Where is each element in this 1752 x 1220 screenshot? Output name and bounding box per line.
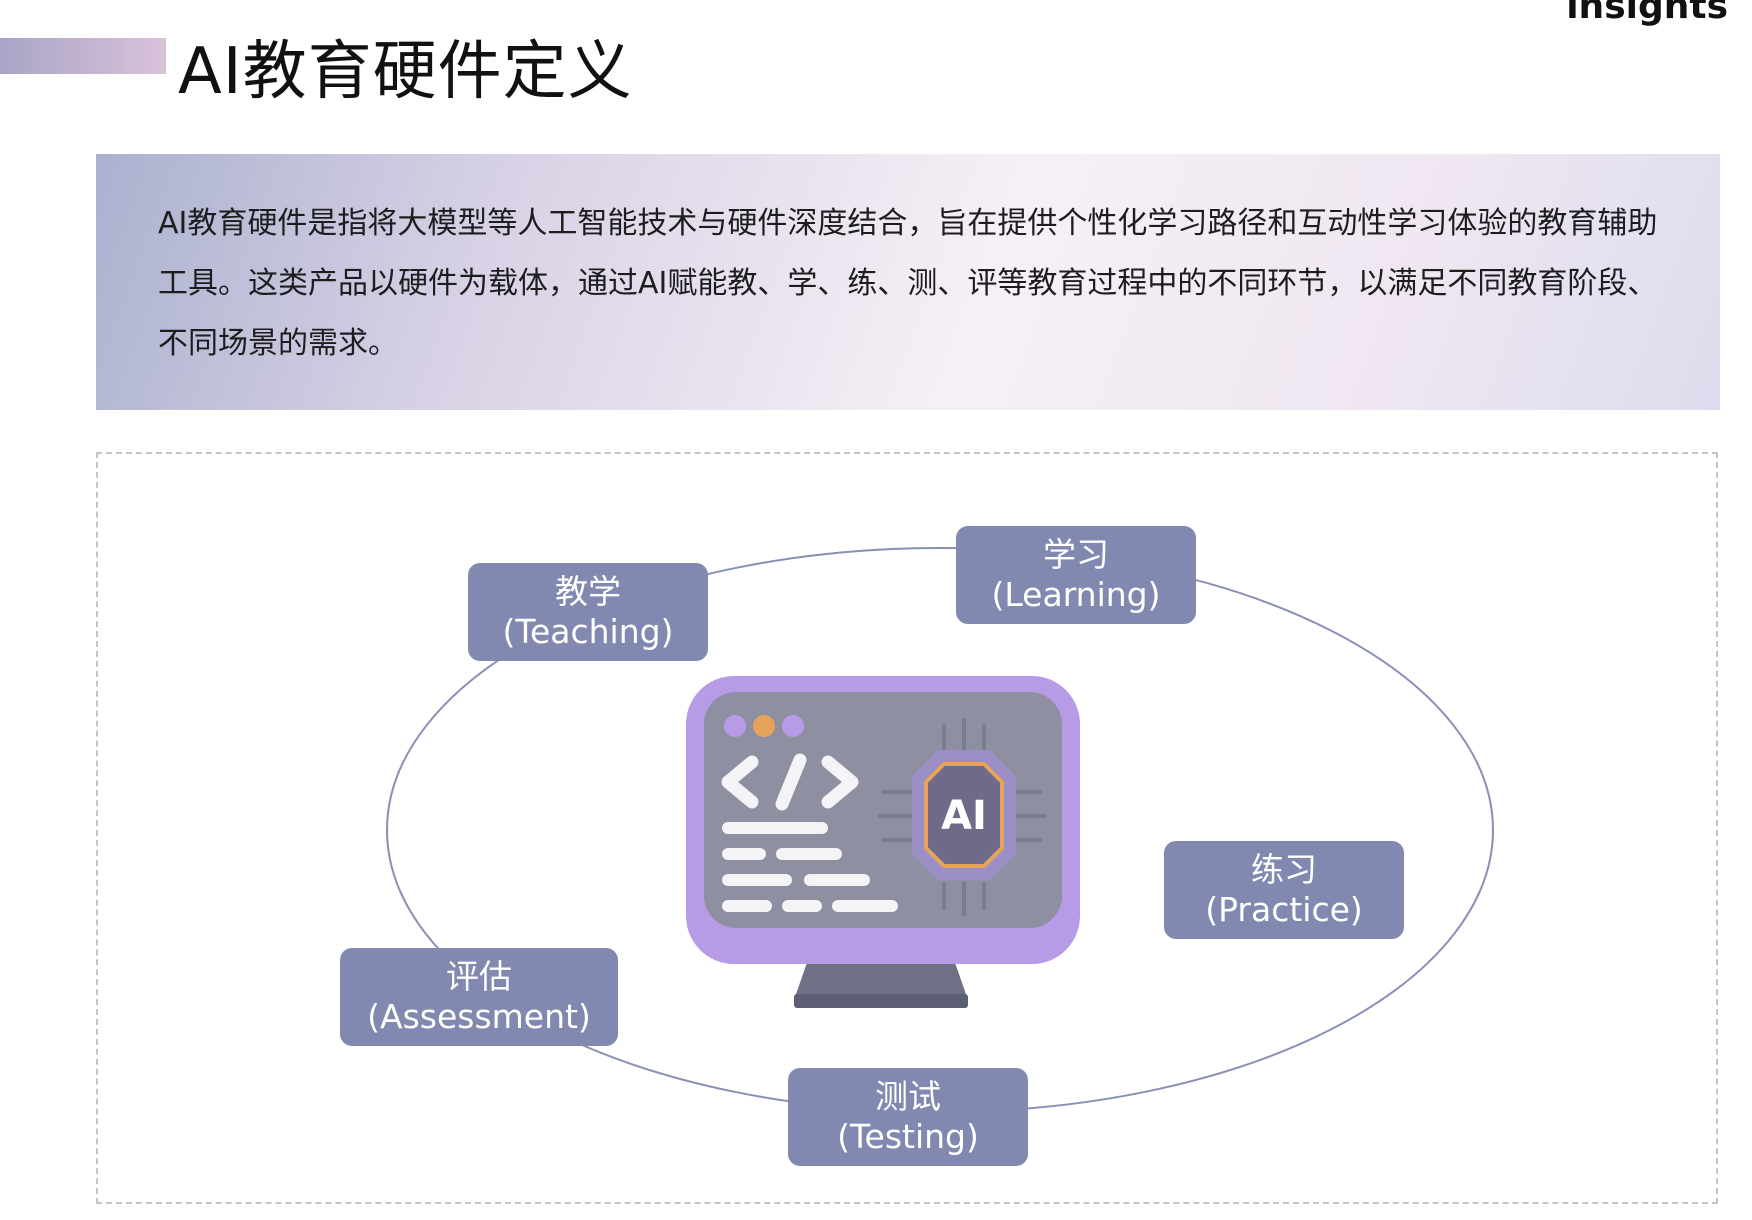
- node-teaching-en: (Teaching): [502, 612, 674, 651]
- intro-text: AI教育硬件是指将大模型等人工智能技术与硬件深度结合，旨在提供个性化学习路径和互…: [158, 206, 1658, 361]
- node-learning-en: (Learning): [991, 575, 1161, 614]
- brand-logo: insights: [1566, 0, 1728, 27]
- node-practice-zh: 练习: [1251, 850, 1317, 889]
- ai-monitor-illustration: AI: [686, 676, 1080, 1008]
- node-learning-zh: 学习: [1043, 535, 1109, 574]
- node-testing-zh: 测试: [875, 1077, 941, 1116]
- node-testing-en: (Testing): [837, 1117, 979, 1156]
- node-assessment: 评估 (Assessment): [340, 948, 618, 1046]
- center-ai-badge: AI: [941, 793, 987, 839]
- diagram-frame: [96, 452, 1718, 1204]
- node-assessment-zh: 评估: [446, 957, 512, 996]
- page-title: AI教育硬件定义: [178, 35, 633, 109]
- node-learning: 学习 (Learning): [956, 526, 1196, 624]
- node-practice: 练习 (Practice): [1164, 841, 1404, 939]
- node-assessment-en: (Assessment): [367, 997, 591, 1036]
- node-teaching: 教学 (Teaching): [468, 563, 708, 661]
- node-practice-en: (Practice): [1205, 890, 1363, 929]
- title-accent-bar: [0, 38, 166, 74]
- node-testing: 测试 (Testing): [788, 1068, 1028, 1166]
- node-teaching-zh: 教学: [555, 572, 621, 611]
- intro-box: AI教育硬件是指将大模型等人工智能技术与硬件深度结合，旨在提供个性化学习路径和互…: [96, 154, 1720, 410]
